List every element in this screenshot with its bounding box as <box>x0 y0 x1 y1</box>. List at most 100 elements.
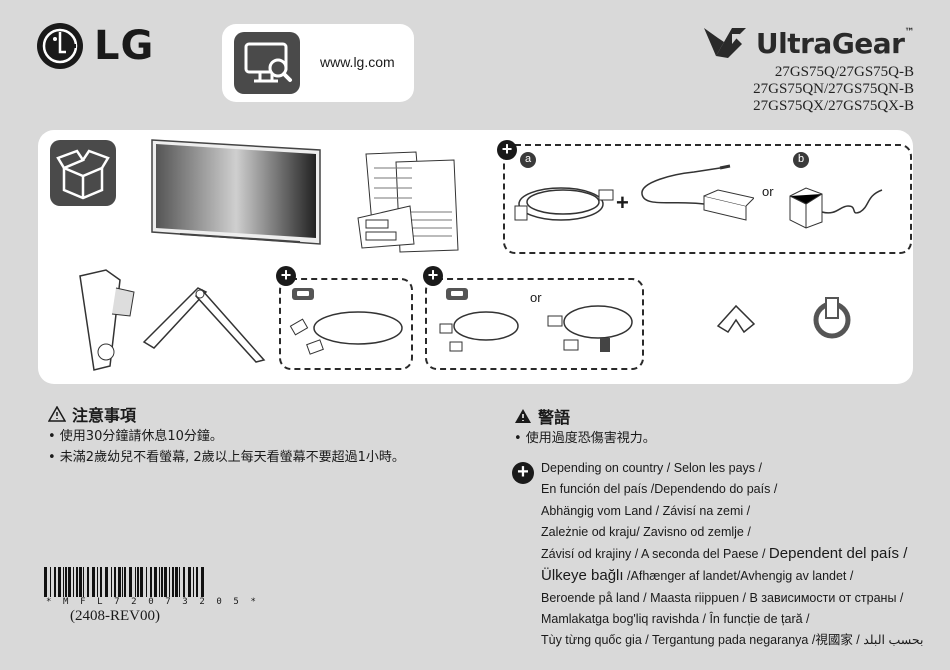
barcode-bar <box>159 567 160 597</box>
plus-icon: + <box>276 266 296 286</box>
option-b-badge: b <box>793 152 809 168</box>
barcode-bar <box>137 567 139 597</box>
brand-name: UltraGear™ <box>755 26 915 60</box>
ultragear-emblem-icon <box>703 28 746 58</box>
lg-logo: LG <box>36 22 154 70</box>
plus-icon: + <box>497 140 517 160</box>
barcode-bar <box>114 567 116 597</box>
barcode-bar <box>87 567 89 597</box>
barcode-bar <box>193 567 194 597</box>
hdmi-cable-group <box>279 278 413 370</box>
barcode-bar <box>179 567 180 597</box>
country-line: Mamlakatga bog'liq ravishda / În funcție… <box>541 612 810 627</box>
option-a-badge: a <box>520 152 536 168</box>
barcode-bar <box>58 567 61 597</box>
barcode-bar <box>97 567 98 597</box>
barcode-bar <box>188 567 191 597</box>
barcode-bar <box>73 567 74 597</box>
barcode-bar <box>105 567 108 597</box>
components-panel: + a b + or + + or <box>38 130 913 384</box>
stand-base-image <box>142 287 266 363</box>
warning-icon <box>48 406 66 422</box>
barcode-bar <box>44 567 47 597</box>
country-line: En función del país /Dependendo do país … <box>541 482 778 497</box>
precaution-line: • 使用30分鐘請休息10分鐘。 <box>48 429 223 444</box>
barcode-bar <box>54 567 56 597</box>
model-line: 27GS75QN/27GS75QN-B <box>753 81 914 97</box>
barcode-bar <box>140 567 143 597</box>
stand-body-image <box>79 269 135 371</box>
country-notice: Depending on country / Selon les pays / … <box>541 458 923 652</box>
hdmi-icon <box>446 288 468 300</box>
barcode-bar <box>100 567 102 597</box>
display-cable-group <box>425 278 644 370</box>
warning-filled-icon <box>515 409 531 423</box>
plus-sign: + <box>616 190 629 215</box>
barcode-bar <box>79 567 82 597</box>
barcode-bar <box>196 567 198 597</box>
barcode-bar <box>175 567 178 597</box>
ac-adapter-image <box>641 164 754 221</box>
cable-holder-image <box>716 304 756 334</box>
hdmi-cable-image <box>289 311 403 355</box>
country-line: Zależnie od kraju/ Zavisno od zemlje / <box>541 524 751 539</box>
barcode-bar <box>118 567 121 597</box>
country-line: / Tergantung pada negaranya /視國家 / بحسب … <box>641 633 924 648</box>
power-adapter-options <box>503 144 912 254</box>
monitor-image <box>151 139 321 245</box>
country-line: Depending on country / Selon les pays / <box>541 461 762 475</box>
plus-icon: + <box>512 462 534 484</box>
warning-title: 警語 <box>538 408 571 427</box>
country-line: Dependent del país / <box>768 545 908 563</box>
barcode-bar <box>124 567 126 597</box>
model-line: 27GS75QX/27GS75QX-B <box>753 98 914 114</box>
barcode-bar <box>201 567 204 597</box>
box-icon <box>50 140 116 206</box>
barcode-bar <box>183 567 185 597</box>
revision-label: (2408-REV00) <box>70 608 160 624</box>
lg-wordmark: LG <box>94 23 155 69</box>
barcode-bar <box>154 567 157 597</box>
barcode-bar <box>65 567 67 597</box>
warning-line: • 使用過度恐傷害視力。 <box>514 431 656 446</box>
model-list: 27GS75Q/27GS75Q-B 27GS75QN/27GS75QN-B 27… <box>702 64 914 115</box>
cable-with-ferrite-image <box>547 305 633 352</box>
barcode-bar <box>169 567 170 597</box>
warning-block: 警語 • 使用過度恐傷害視力。 <box>514 404 656 449</box>
precautions-title: 注意事項 <box>72 406 137 425</box>
country-line: Abhängig vom Land / Závisí na zemi / <box>541 503 751 518</box>
barcode-bar <box>150 567 152 597</box>
barcode-bar <box>111 567 112 597</box>
country-line: Závisí od krajiny / A seconda del Paese … <box>541 547 766 562</box>
power-cord-image <box>514 187 614 221</box>
barcode-bar <box>129 567 132 597</box>
barcode-bar <box>50 567 51 597</box>
country-line: Beroende på land / Maasta riippuen / В з… <box>541 590 904 605</box>
precaution-line: • 未滿2歲幼兒不看螢幕, 2歲以上每天看螢幕不要超過1小時。 <box>48 450 405 465</box>
website-url[interactable]: www.lg.com <box>320 54 395 70</box>
barcode-bar <box>83 567 84 597</box>
barcode <box>44 567 204 597</box>
cable-clip-image <box>813 297 851 339</box>
barcode-bar <box>161 567 163 597</box>
barcode-bar <box>63 567 64 597</box>
model-line: 27GS75Q/27GS75Q-B <box>774 64 914 80</box>
barcode-bar <box>122 567 123 597</box>
brand-block: UltraGear™ 27GS75Q/27GS75Q-B 27GS75QN/27… <box>702 24 914 115</box>
barcode-bar <box>68 567 71 597</box>
country-line: Ülkeye bağlı <box>541 567 624 585</box>
lg-face-icon <box>37 23 83 69</box>
cable-image <box>439 311 519 352</box>
website-card: www.lg.com <box>222 24 414 102</box>
hdmi-icon <box>292 288 314 300</box>
or-label: or <box>530 290 542 305</box>
country-line: Tùy từng quốc gia <box>541 633 642 648</box>
barcode-bar <box>76 567 78 597</box>
barcode-bar <box>146 567 147 597</box>
barcode-bar <box>164 567 167 597</box>
wall-adapter-image <box>789 187 883 229</box>
barcode-bar <box>92 567 95 597</box>
documents-image <box>357 151 459 253</box>
precautions-block: 注意事項 • 使用30分鐘請休息10分鐘。 • 未滿2歲幼兒不看螢幕, 2歲以上… <box>48 402 405 468</box>
barcode-bar <box>172 567 174 597</box>
